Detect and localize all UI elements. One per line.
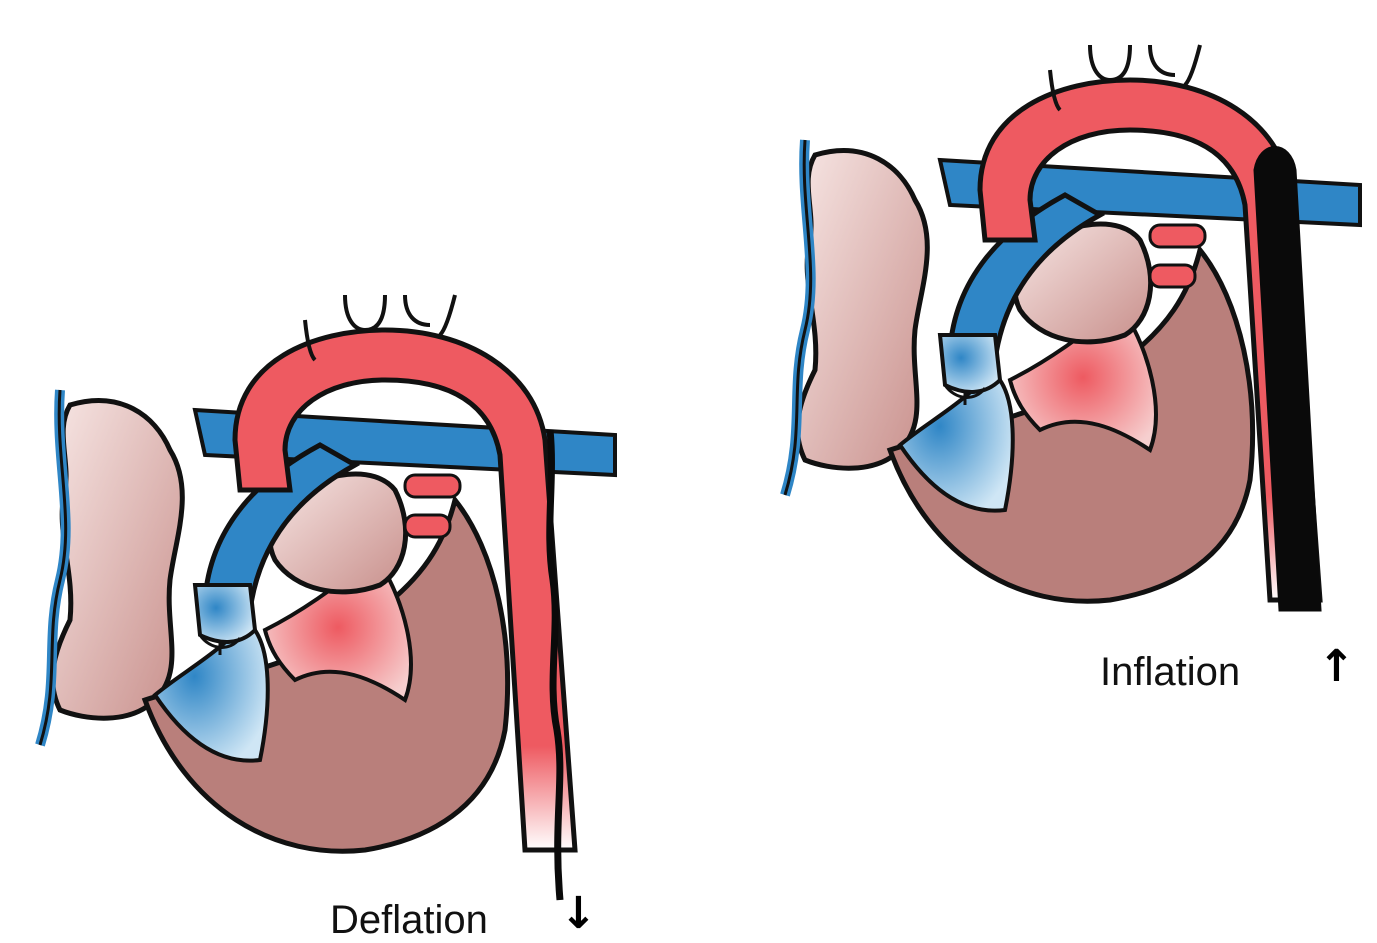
deflation-label: Deflation <box>330 898 488 943</box>
inflation-label: Inflation <box>1100 650 1240 695</box>
heart-inflation <box>785 45 1360 610</box>
arrow-up-icon: ↑ <box>1318 645 1355 689</box>
heart-deflation <box>40 295 615 900</box>
arrow-down-icon: ↓ <box>560 892 597 936</box>
